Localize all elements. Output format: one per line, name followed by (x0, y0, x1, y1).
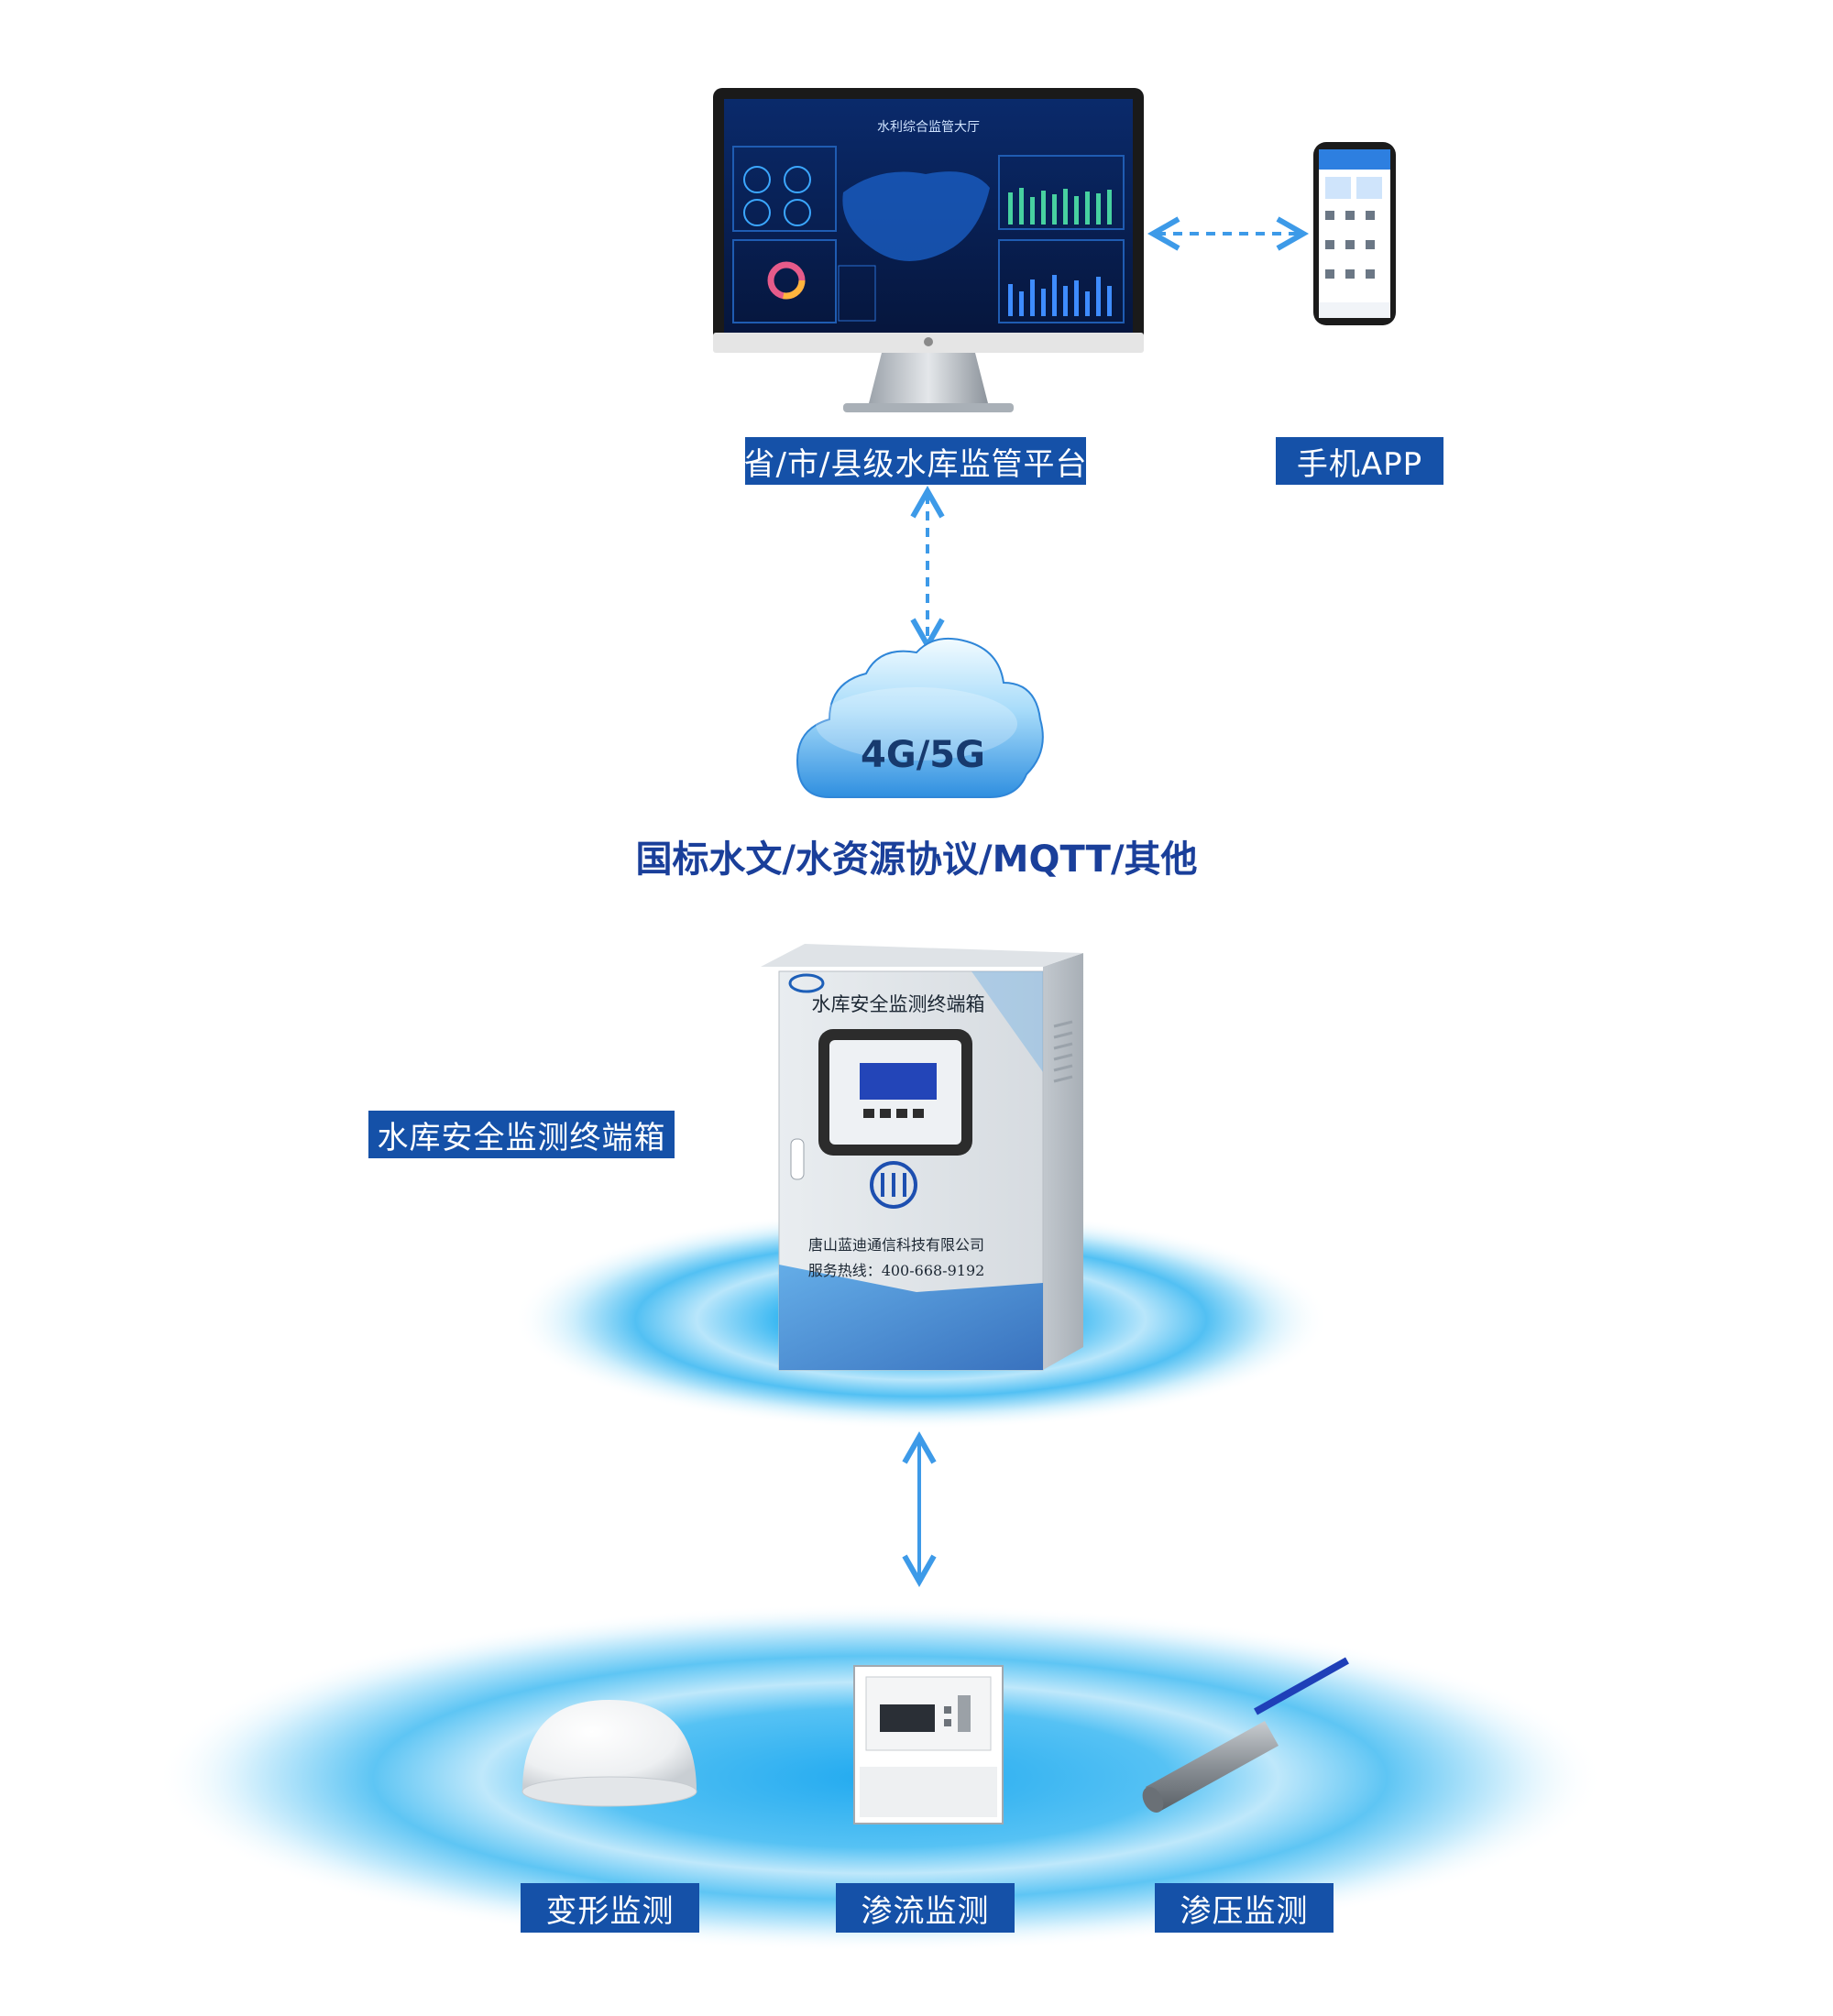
terminal-label: 水库安全监测终端箱 (368, 1111, 675, 1158)
terminal-hotline: 服务热线：400-668-9192 (808, 1262, 985, 1279)
water-authority-emblem-icon (870, 1161, 917, 1209)
mobile-phone-icon (1313, 142, 1396, 325)
platform-label: 省/市/县级水库监管平台 (744, 437, 1086, 485)
terminal-panel-title: 水库安全监测终端箱 (812, 993, 985, 1015)
monitor-title: 水利综合监管大厅 (877, 120, 980, 135)
terminal-lcd-screen (860, 1063, 937, 1100)
company-logo-icon (788, 973, 825, 993)
terminal-cabinet (761, 944, 1083, 1371)
terminal-keypad (863, 1109, 924, 1118)
gnss-dome-icon (521, 1700, 697, 1807)
sensor-label-seepage-pressure: 渗压监测 (1155, 1883, 1334, 1933)
terminal-company-name: 唐山蓝迪通信科技有限公司 (808, 1236, 984, 1254)
piezometer-icon (1142, 1657, 1349, 1813)
apple-logo-icon (924, 337, 933, 346)
sensor-label-deformation: 变形监测 (521, 1883, 699, 1933)
data-logger-icon (853, 1665, 1004, 1824)
monitor-platform (713, 88, 1144, 412)
cloud-icon (796, 638, 1044, 798)
mobile-app-label: 手机APP (1276, 437, 1443, 485)
sensor-label-seepage-flow: 渗流监测 (836, 1883, 1015, 1933)
cabinet-door-handle-icon (790, 1138, 805, 1180)
protocol-label: 国标水文/水资源协议/MQTT/其他 (635, 838, 1198, 881)
cloud-network-label: 4G/5G (861, 734, 985, 776)
